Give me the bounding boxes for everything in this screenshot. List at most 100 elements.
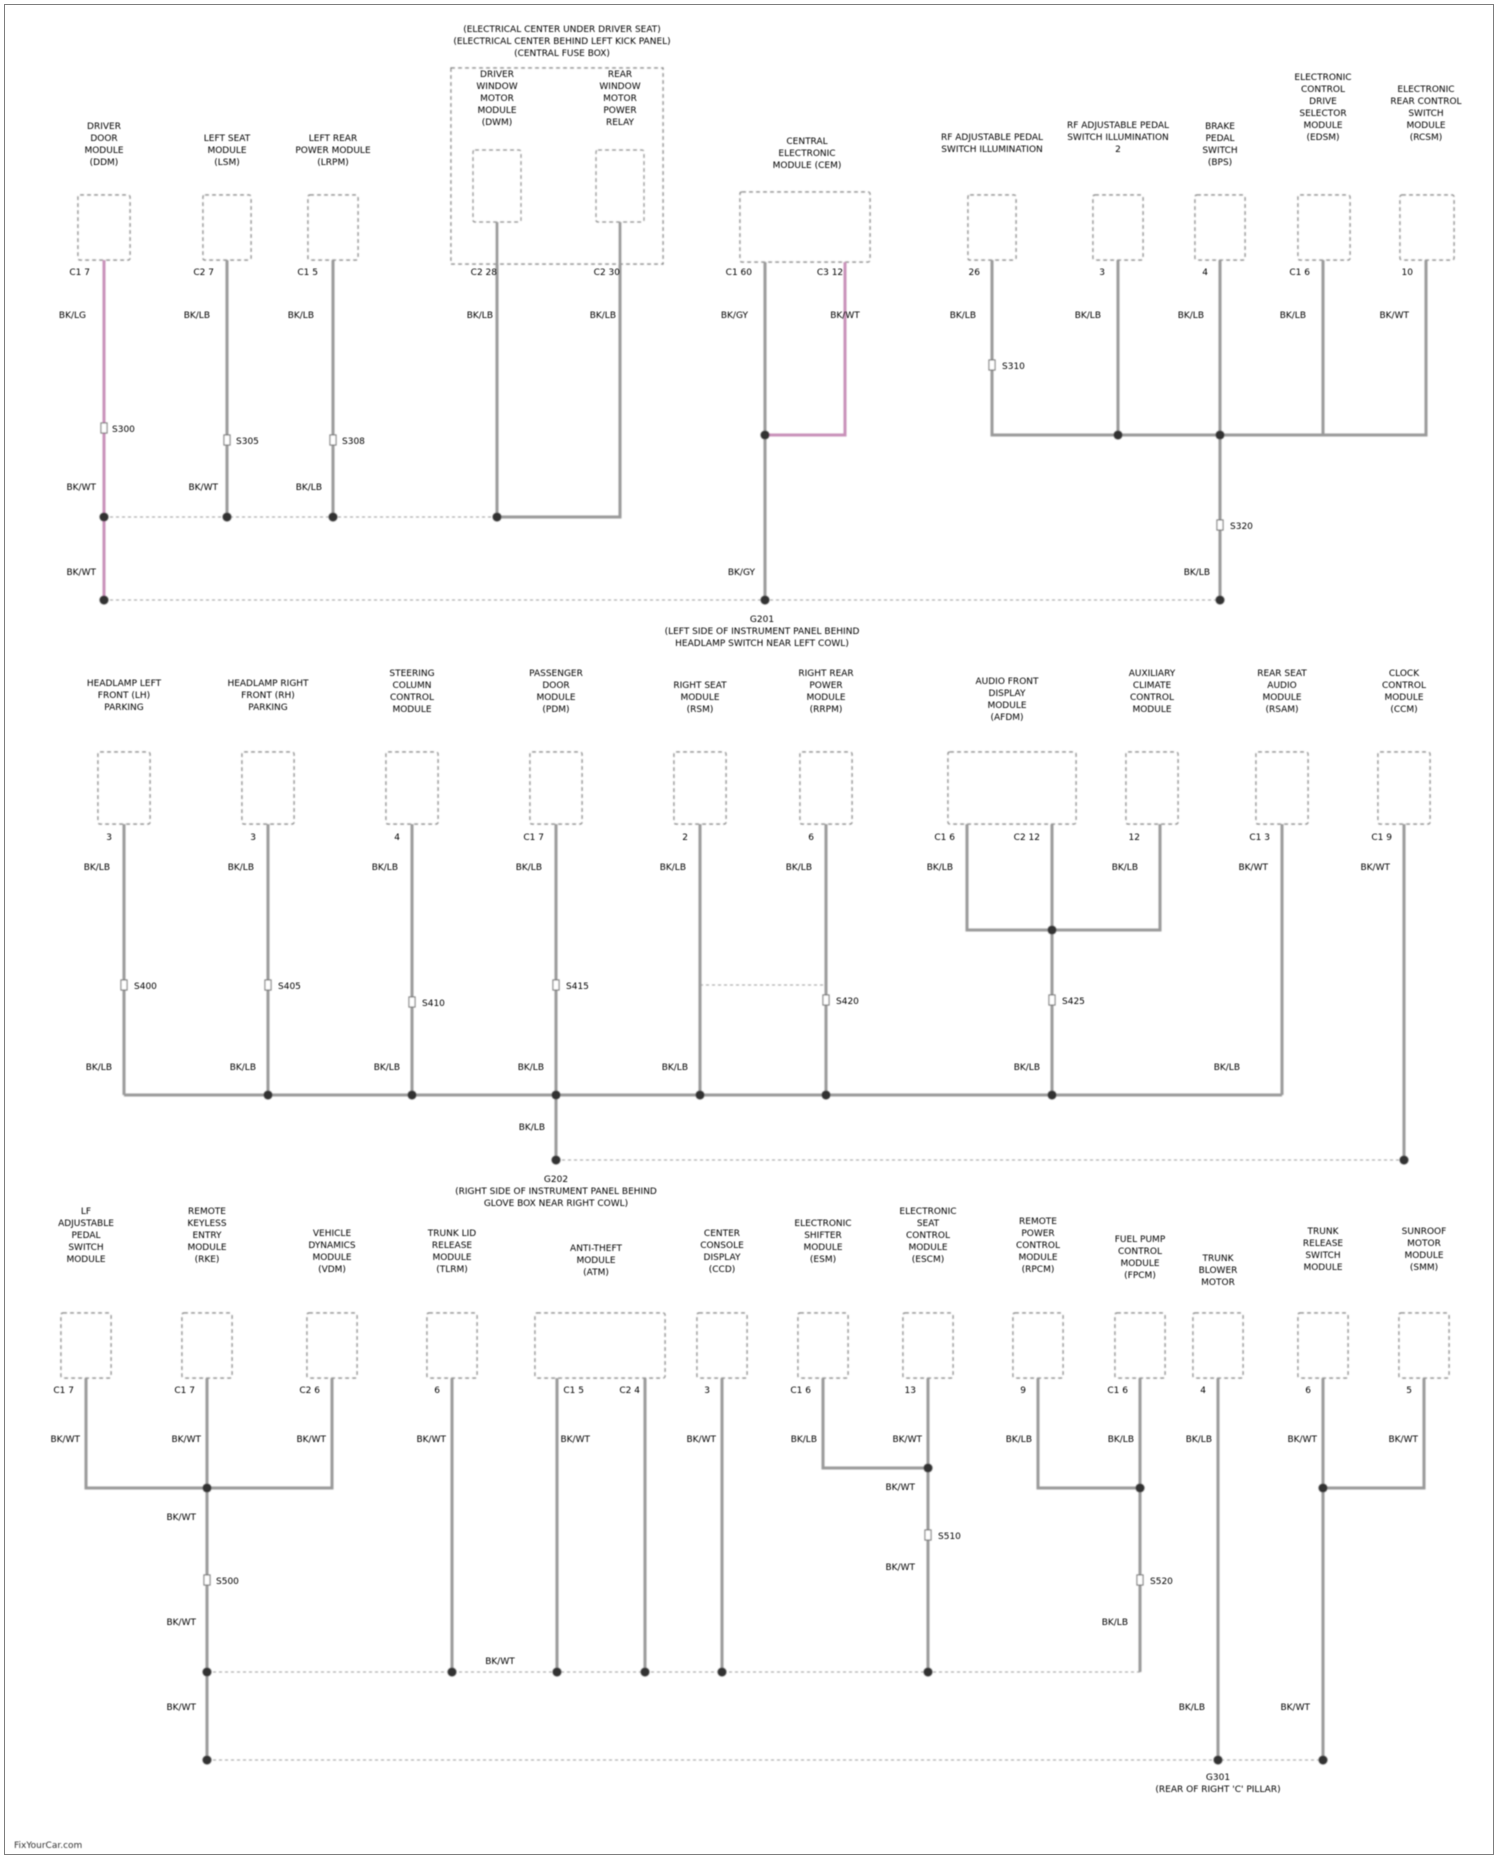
component-name: MODULE [1303, 121, 1342, 131]
component-box [530, 752, 582, 824]
junction-node [100, 513, 109, 522]
pin-label: C1 6 [1289, 268, 1310, 278]
ground-wire [86, 1378, 332, 1488]
component-name: SWITCH [68, 1243, 103, 1253]
component-name: FRONT (RH) [241, 691, 295, 701]
splice-label: S425 [1062, 997, 1085, 1007]
splice-marker [925, 1530, 931, 1540]
component-name: STEERING [389, 669, 434, 679]
junction-node [552, 1091, 561, 1100]
splice-label: S300 [112, 425, 135, 435]
pin-label: C2 6 [299, 1386, 320, 1396]
splice-marker [823, 995, 829, 1005]
ground-node [761, 596, 770, 605]
watermark: FixYourCar.com [14, 1841, 82, 1851]
wire-color-label: BK/LB [86, 1063, 112, 1073]
splice-label: S500 [216, 1577, 239, 1587]
component-name: AUDIO [1267, 681, 1296, 691]
component-name: TRUNK [1202, 1254, 1235, 1264]
pin-label: 6 [434, 1386, 440, 1396]
component-box [307, 1313, 357, 1378]
wire-color-label: BK/WT [1238, 863, 1268, 873]
component-name: REAR [608, 70, 632, 80]
component-name: MODULE [1384, 693, 1423, 703]
junction-node [223, 513, 232, 522]
component-name: MODULE [1406, 121, 1445, 131]
junction-node [696, 1091, 705, 1100]
component-name: DRIVER [480, 70, 514, 80]
component-name: PASSENGER [529, 669, 583, 679]
component-name: POWER [1021, 1229, 1054, 1239]
component-box [182, 1313, 232, 1378]
component-box [242, 752, 294, 824]
component-name: MODULE [432, 1253, 471, 1263]
component-name: CLOCK [1389, 669, 1420, 679]
wire-color-label: BK/WT [166, 1513, 196, 1523]
wire-color-label: BK/WT [892, 1435, 922, 1445]
pin-label: C1 7 [174, 1386, 195, 1396]
component-name: (RCSM) [1410, 133, 1443, 143]
splice-marker [121, 980, 127, 990]
component-name: (DWM) [482, 118, 513, 128]
component-name: POWER MODULE [295, 146, 371, 156]
wire-color-label: BK/LB [84, 863, 110, 873]
component-box [473, 150, 521, 222]
wire-color-label: BK/LB [184, 311, 210, 321]
component-box [308, 195, 358, 260]
component-name: ELECTRONIC [899, 1207, 956, 1217]
component-name: MODULE [312, 1253, 351, 1263]
component-name: (SMM) [1410, 1263, 1438, 1273]
component-box [98, 752, 150, 824]
component-name: MODULE (CEM) [773, 161, 842, 171]
wire-color-label: BK/WT [1379, 311, 1409, 321]
component-name: MODULE [536, 693, 575, 703]
component-name: BRAKE [1205, 122, 1235, 132]
wire-color-label: BK/WT [166, 1618, 196, 1628]
component-name: MODULE [187, 1243, 226, 1253]
ground-node [100, 596, 109, 605]
ground-caption: (REAR OF RIGHT 'C' PILLAR) [1155, 1785, 1280, 1795]
component-name: REMOTE [1019, 1217, 1057, 1227]
ground-caption: (LEFT SIDE OF INSTRUMENT PANEL BEHIND [665, 627, 860, 637]
pin-label: C1 6 [1107, 1386, 1128, 1396]
splice-label: S320 [1230, 522, 1253, 532]
component-box [535, 1313, 665, 1378]
wire-color-label: BK/WT [66, 568, 96, 578]
pin-label: C1 5 [563, 1386, 584, 1396]
component-name: MODULE [84, 146, 123, 156]
ground-node [1400, 1156, 1409, 1165]
pin-label: 13 [905, 1386, 916, 1396]
junction-node [448, 1668, 457, 1677]
component-name: (RKE) [195, 1255, 220, 1265]
wire-color-label: BK/LB [950, 311, 976, 321]
wire-color-label: BK/WT [885, 1483, 915, 1493]
splice-label: S310 [1002, 362, 1025, 372]
component-name: RIGHT SEAT [673, 681, 727, 691]
wire-color-label: BK/LB [590, 311, 616, 321]
splice-marker [330, 435, 336, 445]
component-box [1093, 195, 1143, 260]
component-name: LEFT SEAT [204, 134, 251, 144]
component-name: SWITCH ILLUMINATION [941, 145, 1043, 155]
component-box [78, 195, 130, 260]
component-name: SHIFTER [804, 1231, 842, 1241]
splice-label: S410 [422, 999, 445, 1009]
component-name: ELECTRONIC [1294, 73, 1351, 83]
wire-color-label: BK/WT [560, 1435, 590, 1445]
component-name: CENTER [704, 1229, 740, 1239]
component-name: CENTRAL [786, 137, 827, 147]
wire-color-label: BK/WT [830, 311, 860, 321]
wire-color-label: BK/WT [1280, 1703, 1310, 1713]
component-name: BLOWER [1199, 1266, 1238, 1276]
component-box [1298, 1313, 1348, 1378]
component-name: MODULE [1120, 1259, 1159, 1269]
component-name: CONTROL [1382, 681, 1426, 691]
component-name: MODULE [1018, 1253, 1057, 1263]
component-name: MODULE [1132, 705, 1171, 715]
ground-node [552, 1156, 561, 1165]
splice-marker [1217, 520, 1223, 530]
component-name: (BPS) [1208, 158, 1232, 168]
junction-node [1216, 431, 1225, 440]
component-name: HEADLAMP RIGHT [227, 679, 309, 689]
pin-label: C3 12 [817, 268, 843, 278]
